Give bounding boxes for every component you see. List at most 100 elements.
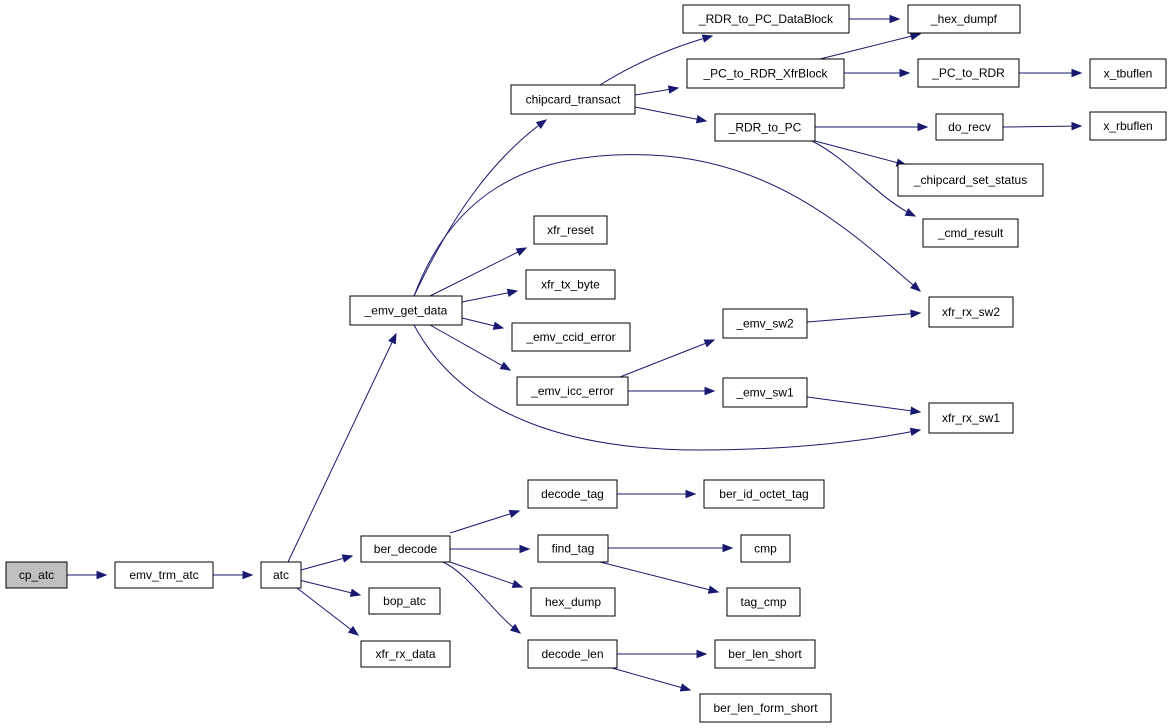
edge-line	[449, 561, 523, 588]
arrowhead	[722, 543, 734, 553]
edge-find-tag-to-cmp	[608, 543, 734, 553]
node-emv-trm-atc[interactable]: emv_trm_atc	[114, 561, 214, 589]
edge-find-tag-to-tag-cmp	[599, 561, 720, 594]
arrowhead	[889, 14, 901, 24]
edge-line	[413, 119, 547, 297]
edge-emv-get-data-to-emv-ccid-error	[461, 317, 505, 330]
node-box	[699, 693, 832, 723]
node-box	[928, 402, 1014, 434]
edge-line	[619, 339, 715, 378]
node-pc-to-rdr[interactable]: _PC_to_RDR	[917, 58, 1020, 88]
node-do-recv[interactable]: do_recv	[935, 113, 1004, 141]
arrowhead	[242, 570, 254, 580]
node-x-rbuflen[interactable]: x_rbuflen	[1089, 111, 1167, 141]
arrowhead	[917, 122, 929, 132]
node-label: _PC_to_RDR	[931, 66, 1005, 80]
edge-line	[1002, 125, 1082, 128]
node-bop-atc[interactable]: bop_atc	[368, 587, 441, 615]
node-ber-decode[interactable]: ber_decode	[360, 535, 451, 563]
node-emv-sw2[interactable]: _emv_sw2	[722, 308, 808, 339]
edge-line	[429, 247, 527, 297]
node-emv-sw1[interactable]: _emv_sw1	[722, 377, 808, 408]
edge-decode-tag-to-ber-id-octet-tag	[617, 489, 697, 499]
edge-atc-to-xfr-rx-data	[296, 587, 360, 636]
arrowhead	[511, 579, 524, 588]
node-chipcard-set-status[interactable]: _chipcard_set_status	[897, 163, 1044, 197]
node-label: _hex_dumpf	[930, 12, 998, 26]
arrowhead	[910, 281, 922, 292]
edge-do-recv-to-x-rbuflen	[1002, 121, 1083, 131]
edge-line	[814, 140, 907, 166]
node-find-tag[interactable]: find_tag	[537, 534, 609, 563]
node-xfr-reset[interactable]: xfr_reset	[533, 215, 608, 245]
edge-emv-get-data-to-emv-icc-error	[429, 324, 512, 371]
arrowhead	[508, 509, 521, 518]
node-box	[935, 113, 1004, 141]
node-label: do_recv	[948, 120, 991, 134]
node-ber-len-form-short[interactable]: ber_len_form_short	[699, 693, 832, 723]
node-rdr-to-pc-datablock[interactable]: _RDR_to_PC_DataBlock	[682, 4, 850, 34]
arrowhead	[696, 649, 708, 659]
node-atc[interactable]: atc	[260, 561, 302, 589]
edge-line	[449, 510, 520, 534]
node-hex-dumpf[interactable]: _hex_dumpf	[907, 4, 1021, 34]
edge-line	[811, 140, 916, 217]
node-cmd-result[interactable]: _cmd_result	[922, 218, 1019, 248]
arrowhead	[499, 361, 512, 371]
edge-emv-icc-error-to-emv-sw2	[619, 339, 716, 378]
edge-line	[611, 667, 691, 691]
node-ber-len-short[interactable]: ber_len_short	[714, 639, 816, 669]
node-rdr-to-pc[interactable]: _RDR_to_PC	[714, 113, 816, 142]
node-box	[714, 113, 816, 142]
edge-line	[634, 106, 707, 122]
node-label: _RDR_to_PC	[728, 121, 802, 135]
node-emv-icc-error[interactable]: _emv_icc_error	[516, 376, 629, 406]
arrowhead	[506, 288, 519, 298]
edges-layer	[67, 14, 1083, 692]
node-hex-dump[interactable]: hex_dump	[530, 587, 616, 617]
node-tag-cmp[interactable]: tag_cmp	[726, 587, 801, 617]
node-box	[703, 479, 825, 509]
node-xfr-rx-sw2[interactable]: xfr_rx_sw2	[928, 296, 1014, 328]
edge-emv-get-data-to-xfr-reset	[429, 247, 528, 297]
node-box	[368, 587, 441, 615]
arrowhead	[667, 85, 680, 94]
arrowhead	[701, 34, 714, 43]
node-xfr-tx-byte[interactable]: xfr_tx_byte	[525, 269, 616, 300]
node-box	[714, 639, 816, 669]
node-label: decode_len	[541, 647, 603, 661]
node-decode-len[interactable]: decode_len	[527, 639, 618, 669]
arrowhead	[1071, 121, 1083, 131]
node-emv-get-data[interactable]: _emv_get_data	[349, 295, 463, 326]
edge-cp-atc-to-emv-trm-atc	[67, 570, 108, 580]
edge-chipcard-transact-to-pc-to-rdr-xfrblock	[634, 85, 680, 96]
node-label: x_tbuflen	[1104, 67, 1153, 81]
node-box	[907, 4, 1021, 34]
node-label: _cmd_result	[937, 226, 1004, 240]
edge-line	[296, 587, 359, 636]
node-x-tbuflen[interactable]: x_tbuflen	[1089, 58, 1167, 89]
node-ber-id-octet-tag[interactable]: ber_id_octet_tag	[703, 479, 825, 509]
edge-rdr-to-pc-to-do-recv	[815, 122, 929, 132]
node-xfr-rx-data[interactable]: xfr_rx_data	[360, 640, 451, 668]
edge-pc-to-rdr-xfrblock-to-hex-dumpf	[819, 32, 922, 60]
node-box	[1089, 58, 1167, 89]
node-box	[686, 58, 845, 89]
node-box	[897, 163, 1044, 197]
node-box	[722, 308, 808, 339]
node-decode-tag[interactable]: decode_tag	[527, 479, 618, 509]
node-cmp[interactable]: cmp	[740, 534, 791, 563]
node-chipcard-transact[interactable]: chipcard_transact	[510, 84, 636, 115]
node-label: xfr_rx_data	[375, 647, 435, 661]
node-label: chipcard_transact	[526, 93, 621, 107]
node-label: hex_dump	[545, 595, 601, 609]
edge-line	[413, 324, 921, 451]
node-emv-ccid-error[interactable]: _emv_ccid_error	[511, 322, 631, 352]
node-pc-to-rdr-xfrblock[interactable]: _PC_to_RDR_XfrBlock	[686, 58, 845, 89]
node-label: find_tag	[552, 542, 595, 556]
arrowhead	[910, 309, 922, 318]
edge-line	[806, 312, 921, 323]
node-label: _chipcard_set_status	[913, 173, 1027, 187]
node-box	[682, 4, 850, 34]
node-xfr-rx-sw1[interactable]: xfr_rx_sw1	[928, 402, 1014, 434]
